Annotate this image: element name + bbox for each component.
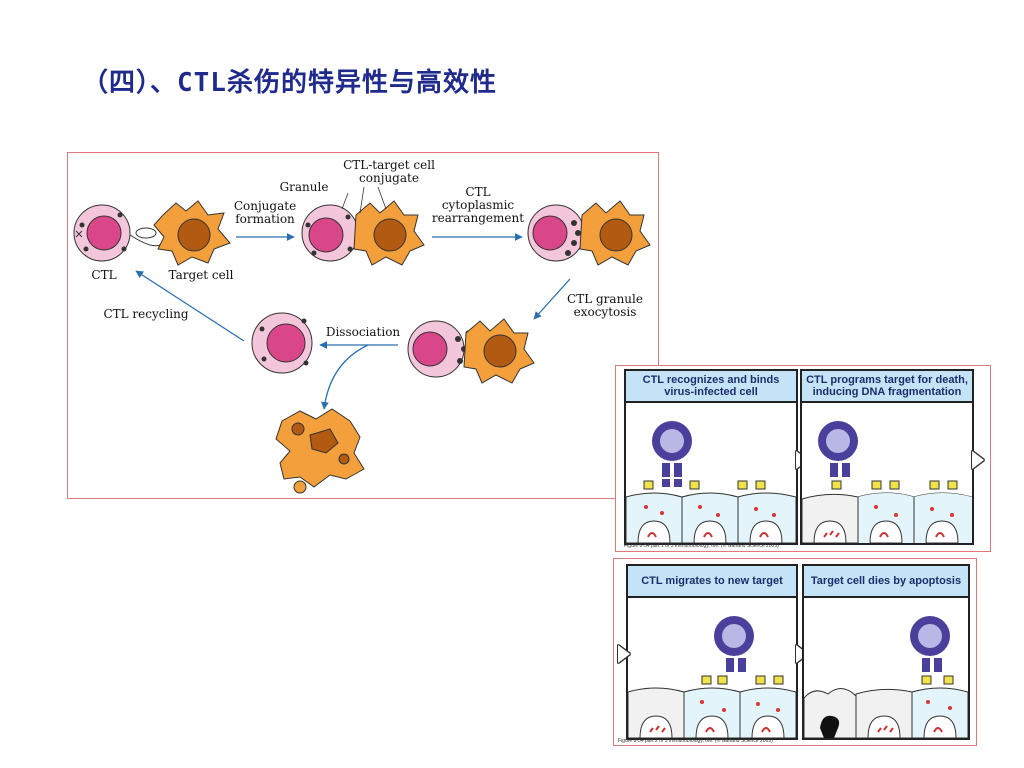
panel-drawing xyxy=(628,616,796,738)
receptor-contact xyxy=(129,227,165,247)
lifecycle-drawing xyxy=(73,186,651,494)
panel-migrate: CTL migrates to new target xyxy=(626,564,798,740)
panel-drawing xyxy=(804,616,968,738)
next-arrow-icon xyxy=(618,645,630,663)
label-cytoplasmic-rearrangement: CTL cytoplasmic rearrangement xyxy=(431,185,525,225)
panel-drawing xyxy=(802,421,972,543)
arrow-exocytosis xyxy=(533,278,571,320)
figure-part-2: CTL migrates to new target Target cell d… xyxy=(613,558,977,746)
ctl-rearranged-conjugate xyxy=(527,200,651,266)
figure-credit: Figure 8-34 part 1 of 3 Immunobiology, 6… xyxy=(624,543,779,549)
panel-heading: CTL programs target for death, inducing … xyxy=(802,371,972,403)
label-ctl: CTL xyxy=(91,268,117,282)
label-ctl-recycling: CTL recycling xyxy=(103,307,189,321)
next-arrow-icon xyxy=(972,451,984,469)
pointer-granule xyxy=(341,192,349,210)
ctl-exocytosis-conjugate xyxy=(407,318,535,384)
panel-heading: CTL recognizes and binds virus-infected … xyxy=(626,371,796,403)
figure-credit: Figure 8-34 part 2 of 3 Immunobiology, 6… xyxy=(618,738,773,744)
ctl-lifecycle-diagram: CTL-target cell conjugate Granule Conjug… xyxy=(67,152,659,499)
pointer-conjugate xyxy=(359,186,387,214)
target-cell xyxy=(153,200,231,266)
label-ctl-target-conjugate: CTL-target cell conjugate xyxy=(343,158,435,185)
arrow-ctl-recycling xyxy=(135,270,245,342)
panel-apoptosis: Target cell dies by apoptosis xyxy=(802,564,970,740)
ctl-cell xyxy=(73,204,131,262)
label-granule-exocytosis: CTL granule exocytosis xyxy=(567,292,643,319)
label-conjugate-formation: Conjugate formation xyxy=(233,199,297,226)
panel-recognize: CTL recognizes and binds virus-infected … xyxy=(624,369,798,545)
panel-drawing xyxy=(626,421,796,543)
figure-part-1: CTL recognizes and binds virus-infected … xyxy=(615,365,991,552)
label-granule: Granule xyxy=(279,180,329,194)
apoptotic-target-cell xyxy=(275,408,365,494)
page-title: （四）、CTL杀伤的特异性与高效性 xyxy=(82,68,497,98)
dissociated-ctl xyxy=(251,312,313,374)
label-target-cell: Target cell xyxy=(168,268,234,282)
arrow-target-death xyxy=(321,344,369,410)
panel-program-death: CTL programs target for death, inducing … xyxy=(800,369,974,545)
label-dissociation: Dissociation xyxy=(325,325,401,339)
panel-heading: CTL migrates to new target xyxy=(628,566,796,598)
panel-heading: Target cell dies by apoptosis xyxy=(804,566,968,598)
ctl-target-conjugate xyxy=(301,200,425,266)
